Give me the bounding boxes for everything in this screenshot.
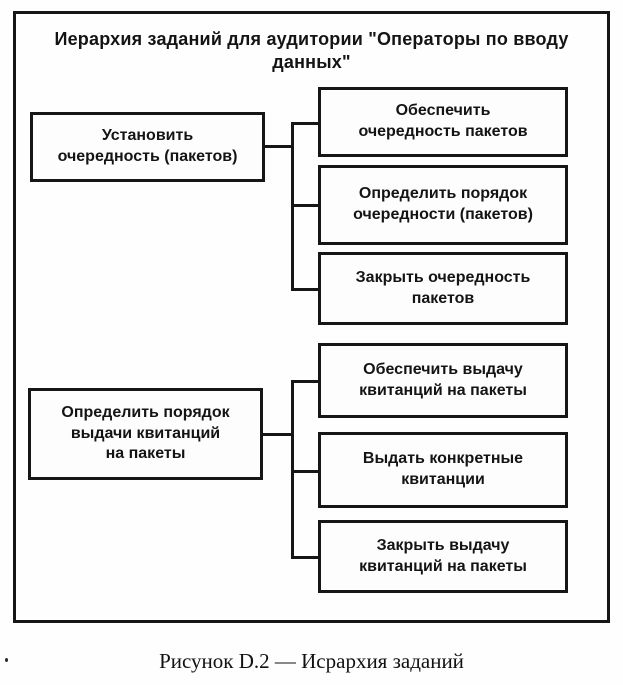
figure-caption: Рисунок D.2 — Исрархия заданий — [159, 649, 464, 673]
figure-title: Иерархия заданий для аудитории "Оператор… — [54, 29, 569, 72]
connector-group2-child1 — [291, 380, 318, 383]
stray-ink-mark — [5, 658, 8, 662]
task-box-set-packet-order: Установить очередность (пакетов) — [30, 112, 265, 182]
task-box-close-receipt-issue: Закрыть выдачу квитанций на пакеты — [318, 520, 568, 593]
connector-group2-child2 — [291, 470, 318, 473]
connector-group1-child3 — [291, 288, 318, 291]
task-box-issue-specific-receipts: Выдать конкретные квитанции — [318, 432, 568, 508]
connector-group2-parent — [263, 433, 293, 436]
connector-group1-child2 — [291, 204, 318, 207]
task-box-define-packet-order: Определить порядок очередности (пакетов) — [318, 165, 568, 245]
connector-group2-child3 — [291, 556, 318, 559]
connector-group1-child1 — [291, 122, 318, 125]
connector-group1-parent — [265, 145, 293, 148]
task-box-close-packet-order: Закрыть очередность пакетов — [318, 252, 568, 325]
connector-group2-spine — [291, 380, 294, 559]
task-box-define-receipt-order: Определить порядок выдачи квитанций на п… — [28, 388, 263, 480]
task-box-ensure-packet-order: Обеспечить очередность пакетов — [318, 87, 568, 157]
task-box-ensure-receipt-issue: Обеспечить выдачу квитанций на пакеты — [318, 343, 568, 418]
